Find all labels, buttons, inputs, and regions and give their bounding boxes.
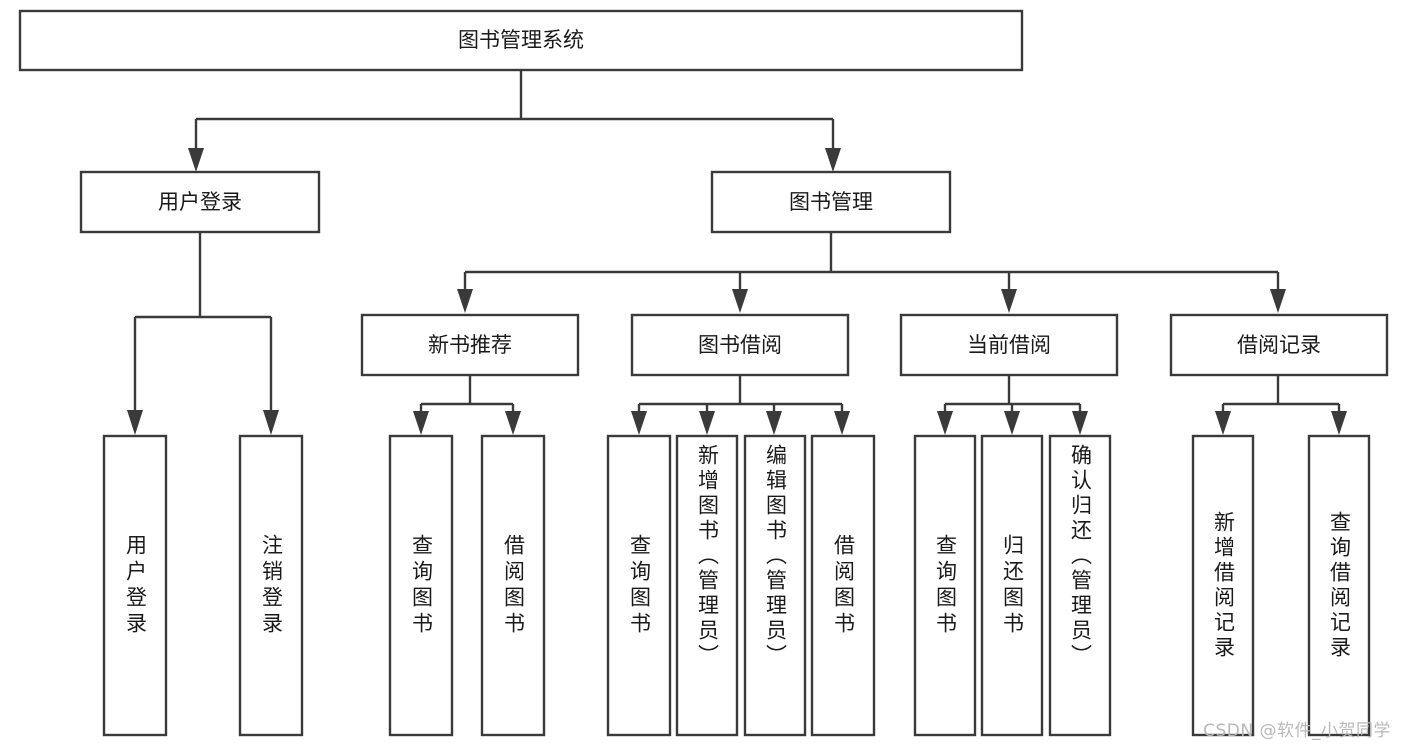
node-user-login-box[interactable]	[79, 170, 321, 234]
node-leaf-edit-book[interactable]: 编辑图书（管理员）	[743, 434, 807, 737]
node-leaf-user-login-box[interactable]	[102, 434, 168, 737]
node-leaf-borrow-book-1-box[interactable]	[480, 434, 546, 737]
node-leaf-add-book-label: 新增图书（管理员）	[695, 444, 720, 669]
node-leaf-user-login-text-area: 用户登录	[123, 533, 148, 638]
node-leaf-add-record-text-area: 新增借阅记录	[1211, 510, 1236, 661]
arrow-current-borrow-leaf-2	[1004, 411, 1020, 435]
node-current-borrow-box[interactable]	[899, 313, 1119, 377]
arrow-user-login-leaf-1	[127, 410, 143, 435]
arrow-root-to-user-login	[188, 148, 204, 172]
node-leaf-return-book[interactable]: 归还图书	[980, 434, 1044, 737]
connectors	[127, 70, 1347, 435]
node-leaf-edit-book-box[interactable]	[743, 434, 807, 737]
node-leaf-logout-box[interactable]	[238, 434, 304, 737]
node-leaf-borrow-book-2-text-area: 借阅图书	[831, 533, 856, 638]
node-leaf-query-book-2-box[interactable]	[606, 434, 672, 737]
node-book-borrow-label: 图书借阅	[698, 333, 782, 357]
node-leaf-query-book-3-text-area: 查询图书	[933, 533, 958, 638]
node-leaf-add-book[interactable]: 新增图书（管理员）	[675, 434, 739, 737]
arrow-book-borrow-leaf-2	[699, 411, 715, 435]
node-borrow-record-label: 借阅记录	[1237, 333, 1321, 357]
node-leaf-return-book-label: 归还图书	[1000, 533, 1025, 638]
node-leaf-confirm-return-label: 确认归还（管理员）	[1068, 444, 1093, 669]
node-leaf-query-record-text-area: 查询借阅记录	[1327, 510, 1352, 661]
node-root-box[interactable]	[18, 9, 1024, 72]
node-leaf-logout[interactable]: 注销登录	[238, 434, 304, 737]
node-leaf-query-book-2[interactable]: 查询图书	[606, 434, 672, 737]
node-book-borrow[interactable]: 图书借阅	[630, 313, 850, 377]
node-leaf-add-book-box[interactable]	[675, 434, 739, 737]
node-leaf-query-book-3-label: 查询图书	[933, 533, 958, 638]
arrow-book-manage-to-borrow-record	[1270, 289, 1286, 313]
node-book-manage-label: 图书管理	[789, 190, 873, 214]
node-leaf-logout-label: 注销登录	[259, 533, 284, 638]
node-leaf-query-book-2-label: 查询图书	[627, 533, 652, 638]
arrow-user-login-leaf-2	[263, 410, 279, 435]
node-book-manage[interactable]: 图书管理	[710, 170, 952, 234]
arrow-book-manage-to-new-book	[457, 289, 473, 313]
node-leaf-query-book-1[interactable]: 查询图书	[388, 434, 454, 737]
node-leaf-borrow-book-2[interactable]: 借阅图书	[810, 434, 876, 737]
arrow-book-borrow-leaf-1	[631, 411, 647, 435]
node-leaf-confirm-return-text-area: 确认归还（管理员）	[1068, 444, 1093, 669]
arrow-new-book-leaf-1	[413, 411, 429, 435]
node-book-manage-box[interactable]	[710, 170, 952, 234]
node-new-book-recommend-label: 新书推荐	[428, 333, 512, 357]
arrow-book-manage-to-book-borrow	[732, 289, 748, 313]
node-new-book-recommend-box[interactable]	[360, 313, 580, 377]
node-leaf-return-book-text-area: 归还图书	[1000, 533, 1025, 638]
node-leaf-query-record-label: 查询借阅记录	[1327, 510, 1352, 661]
node-leaf-add-book-text-area: 新增图书（管理员）	[695, 444, 720, 669]
arrow-book-borrow-leaf-4	[834, 411, 850, 435]
node-new-book-recommend[interactable]: 新书推荐	[360, 313, 580, 377]
node-leaf-edit-book-text-area: 编辑图书（管理员）	[763, 444, 788, 669]
node-leaf-query-book-1-label: 查询图书	[409, 533, 434, 638]
node-leaf-edit-book-label: 编辑图书（管理员）	[763, 444, 788, 669]
node-leaf-add-record-label: 新增借阅记录	[1211, 510, 1236, 661]
arrow-book-borrow-leaf-3	[766, 411, 782, 435]
node-book-borrow-box[interactable]	[630, 313, 850, 377]
node-leaf-user-login-label: 用户登录	[123, 533, 148, 638]
arrow-borrow-record-leaf-2	[1331, 411, 1347, 435]
node-user-login[interactable]: 用户登录	[79, 170, 321, 234]
node-user-login-label: 用户登录	[158, 190, 242, 214]
arrow-book-manage-to-current-borrow	[1001, 289, 1017, 313]
arrow-current-borrow-leaf-3	[1072, 411, 1088, 435]
arrow-new-book-leaf-2	[505, 411, 521, 435]
node-leaf-query-book-1-box[interactable]	[388, 434, 454, 737]
node-leaf-borrow-book-2-label: 借阅图书	[831, 533, 856, 638]
node-leaf-query-record-box[interactable]	[1307, 434, 1371, 737]
node-current-borrow[interactable]: 当前借阅	[899, 313, 1119, 377]
node-leaf-user-login[interactable]: 用户登录	[102, 434, 168, 737]
arrow-borrow-record-leaf-1	[1215, 411, 1231, 435]
csdn-watermark: CSDN @软件_小贺同学	[1203, 721, 1391, 741]
node-leaf-query-book-1-text-area: 查询图书	[409, 533, 434, 638]
node-leaf-query-book-3-box[interactable]	[913, 434, 977, 737]
node-leaf-borrow-book-1-label: 借阅图书	[501, 533, 526, 638]
node-root[interactable]: 图书管理系统	[18, 9, 1024, 72]
node-borrow-record-box[interactable]	[1169, 313, 1389, 377]
node-current-borrow-label: 当前借阅	[967, 333, 1051, 357]
node-leaf-query-record[interactable]: 查询借阅记录	[1307, 434, 1371, 737]
node-leaf-borrow-book-2-box[interactable]	[810, 434, 876, 737]
node-leaf-query-book-2-text-area: 查询图书	[627, 533, 652, 638]
arrow-current-borrow-leaf-1	[937, 411, 953, 435]
arrow-root-to-book-manage	[825, 148, 841, 172]
node-leaf-confirm-return-box[interactable]	[1048, 434, 1112, 737]
node-leaf-return-book-box[interactable]	[980, 434, 1044, 737]
node-leaf-add-record-box[interactable]	[1191, 434, 1255, 737]
node-borrow-record[interactable]: 借阅记录	[1169, 313, 1389, 377]
node-leaf-query-book-3[interactable]: 查询图书	[913, 434, 977, 737]
node-root-label: 图书管理系统	[458, 28, 584, 52]
node-leaf-borrow-book-1[interactable]: 借阅图书	[480, 434, 546, 737]
node-leaf-borrow-book-1-text-area: 借阅图书	[501, 533, 526, 638]
node-leaf-logout-text-area: 注销登录	[259, 533, 284, 638]
node-leaf-add-record[interactable]: 新增借阅记录	[1191, 434, 1255, 737]
node-leaf-confirm-return[interactable]: 确认归还（管理员）	[1048, 434, 1112, 737]
